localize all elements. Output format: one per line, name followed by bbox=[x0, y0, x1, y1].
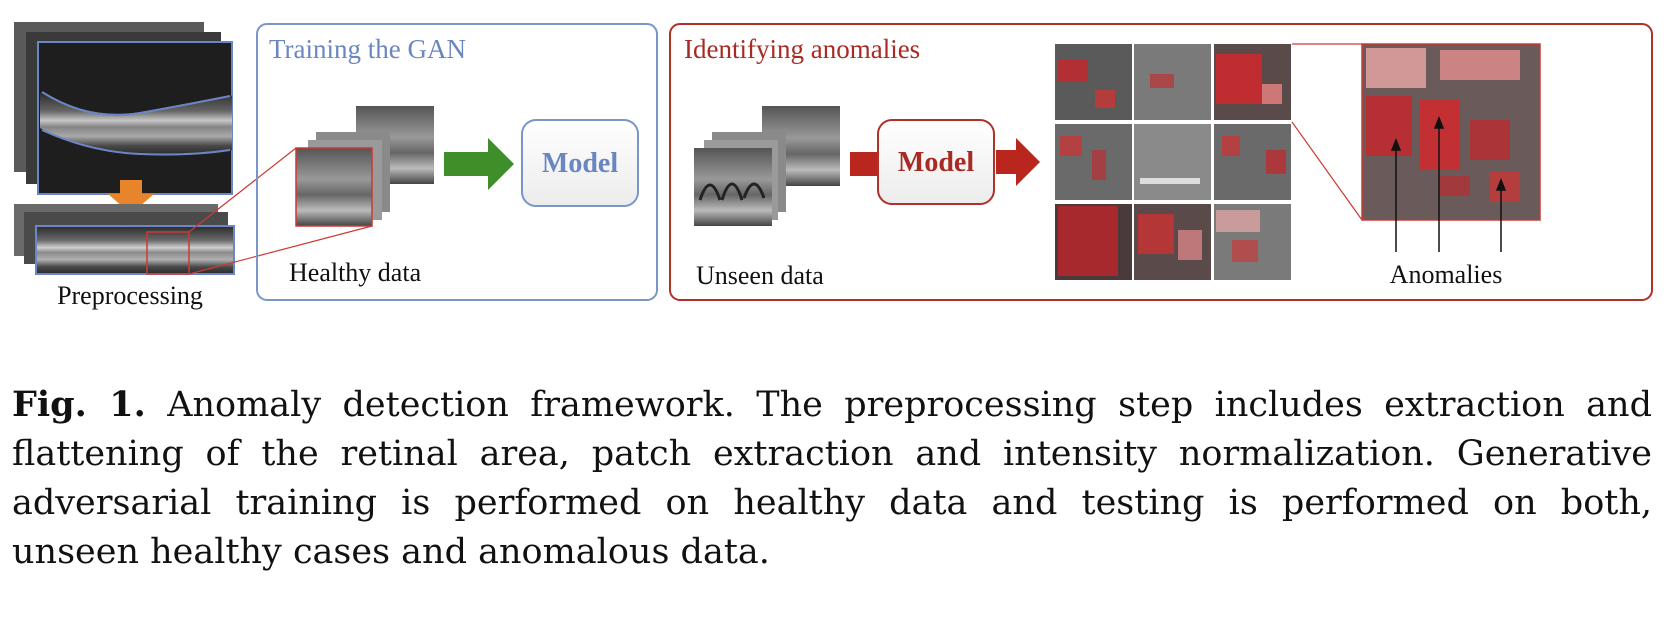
training-panel-frame bbox=[256, 23, 658, 301]
retina-top-boundary bbox=[41, 91, 231, 117]
identify-arrow bbox=[996, 138, 1040, 186]
identifying-title: Identifying anomalies bbox=[684, 34, 920, 64]
retina-bottom-boundary bbox=[41, 129, 231, 156]
patch-connector-top bbox=[188, 147, 297, 233]
result-tile bbox=[1134, 124, 1211, 200]
anomaly-pointer-arrows bbox=[1390, 115, 1507, 252]
anomaly-arrowhead-1 bbox=[1390, 137, 1402, 151]
result-tile bbox=[1055, 124, 1132, 200]
healthy-patch-stack bbox=[295, 106, 434, 227]
caption-line-1: Fig. 1. Anomaly detection framework. The… bbox=[12, 380, 1652, 430]
anomaly-arrowhead-3 bbox=[1495, 177, 1507, 191]
result-tile bbox=[1214, 204, 1291, 280]
preprocessing-label: Preprocessing bbox=[57, 281, 203, 310]
flattened-retina-image bbox=[35, 225, 235, 275]
caption-line-4: unseen healthy cases and anomalous data. bbox=[12, 532, 770, 572]
caption-line-2: flattening of the retinal area, patch ex… bbox=[12, 434, 1652, 474]
zoomed-anomaly-tile bbox=[1361, 43, 1541, 221]
healthy-patch-front bbox=[295, 147, 373, 227]
result-tile bbox=[1214, 124, 1291, 200]
identifying-model-box bbox=[877, 119, 995, 205]
identify-arrow-tail bbox=[850, 152, 880, 176]
anomaly-arrowhead-2 bbox=[1433, 115, 1445, 129]
figure-caption: Fig. 1. Anomaly detection framework. The… bbox=[12, 380, 1652, 577]
result-tile bbox=[1055, 44, 1132, 120]
unseen-patch-cysts bbox=[698, 182, 766, 201]
patch-connector-bottom bbox=[188, 225, 373, 275]
framework-figure: Preprocessing Training the GAN Model Hea… bbox=[14, 22, 1653, 310]
training-title: Training the GAN bbox=[269, 34, 466, 64]
result-tile bbox=[1055, 204, 1132, 280]
result-tile bbox=[1214, 44, 1291, 120]
anomalies-label: Anomalies bbox=[1390, 260, 1503, 289]
result-tile bbox=[1134, 204, 1211, 280]
framework-diagram: Preprocessing Training the GAN Model Hea… bbox=[14, 22, 1653, 310]
result-tile bbox=[1134, 44, 1211, 120]
training-model-label: Model bbox=[542, 148, 618, 179]
identifying-panel-frame bbox=[669, 23, 1653, 301]
patch-selection-box bbox=[146, 231, 190, 275]
training-arrow bbox=[444, 138, 514, 190]
healthy-data-label: Healthy data bbox=[289, 258, 422, 287]
retina-layer-shape bbox=[40, 92, 232, 156]
caption-line-3: adversarial training is performed on hea… bbox=[12, 483, 1652, 523]
unseen-data-label: Unseen data bbox=[696, 261, 824, 290]
zoom-connector-bottom bbox=[1291, 121, 1363, 221]
caption-text-1: Anomaly detection framework. The preproc… bbox=[167, 385, 1652, 425]
training-model-box bbox=[521, 119, 639, 207]
figure-number: Fig. 1. bbox=[12, 384, 146, 425]
identifying-model-label: Model bbox=[898, 147, 974, 178]
preprocessing-panel bbox=[14, 22, 235, 275]
preprocess-arrow bbox=[108, 180, 154, 214]
unseen-patch-stack bbox=[694, 106, 840, 226]
anomaly-result-grid bbox=[1055, 44, 1291, 280]
